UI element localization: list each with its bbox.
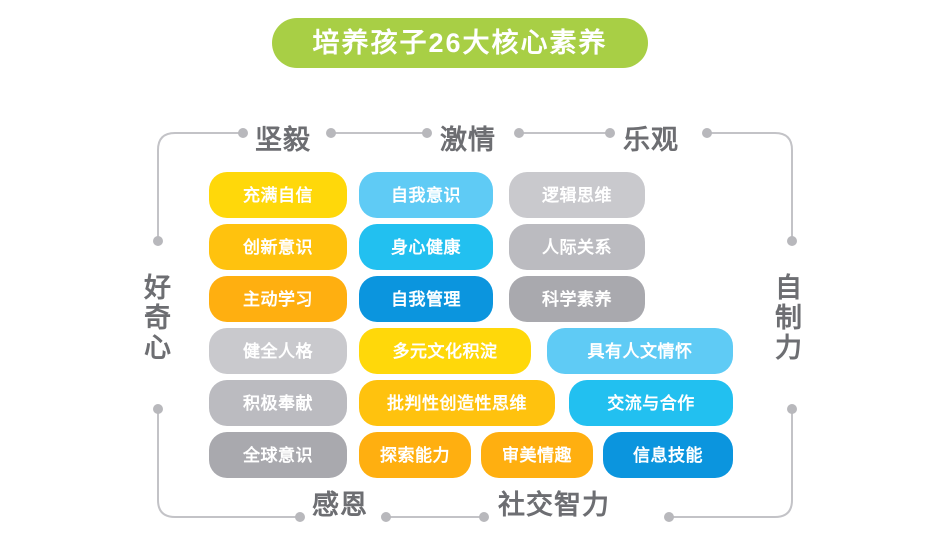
edge-label-leguan: 乐观 <box>623 125 679 155</box>
edge-label-haoqixin: 好奇心 <box>140 273 170 363</box>
competency-pill[interactable]: 多元文化积淀 <box>359 328 531 374</box>
competency-pill-label: 全球意识 <box>243 445 313 465</box>
competency-pill[interactable]: 审美情趣 <box>481 432 593 478</box>
competency-pill-label: 信息技能 <box>633 445 703 465</box>
dot-bottom-shejiao-left <box>479 512 489 522</box>
competency-pill[interactable]: 科学素养 <box>509 276 645 322</box>
competency-pill-label: 具有人文情怀 <box>587 341 693 361</box>
competency-pill-label: 审美情趣 <box>502 445 572 465</box>
dot-top-jiqing-right <box>514 128 524 138</box>
dot-top-jianyi-right <box>326 128 336 138</box>
edge-label-ganen: 感恩 <box>312 490 368 520</box>
dot-top-jiqing-left <box>422 128 432 138</box>
dot-top-right <box>702 128 712 138</box>
competency-pill[interactable]: 全球意识 <box>209 432 347 478</box>
competency-pill-label: 主动学习 <box>243 289 313 309</box>
competency-pill-label: 充满自信 <box>243 185 313 205</box>
edge-label-zizhili: 自制力 <box>771 273 801 363</box>
dot-bottom-ganen-right <box>381 512 391 522</box>
competency-pill[interactable]: 主动学习 <box>209 276 347 322</box>
competency-pill[interactable]: 信息技能 <box>603 432 733 478</box>
competency-pill-label: 人际关系 <box>542 237 612 257</box>
competency-pill[interactable]: 探索能力 <box>359 432 471 478</box>
competency-pill[interactable]: 身心健康 <box>359 224 493 270</box>
edge-label-jianyi: 坚毅 <box>255 125 311 155</box>
competency-pill[interactable]: 自我管理 <box>359 276 493 322</box>
edge-label-shejiao: 社交智力 <box>498 490 610 520</box>
competency-pill[interactable]: 积极奉献 <box>209 380 347 426</box>
dot-bottom-right <box>664 512 674 522</box>
page-title-text: 培养孩子26大核心素养 <box>312 27 608 58</box>
competency-pill[interactable]: 批判性创造性思维 <box>359 380 555 426</box>
competency-pill-label: 探索能力 <box>380 445 450 465</box>
dot-left-upper <box>153 236 163 246</box>
dot-bottom-left <box>295 512 305 522</box>
competency-pill[interactable]: 自我意识 <box>359 172 493 218</box>
competency-pill-label: 逻辑思维 <box>542 185 612 205</box>
competency-pill-label: 批判性创造性思维 <box>387 393 527 413</box>
competency-pill-label: 科学素养 <box>542 289 612 309</box>
competency-pill-label: 健全人格 <box>243 341 313 361</box>
competency-pill[interactable]: 逻辑思维 <box>509 172 645 218</box>
dot-top-leguan-left <box>605 128 615 138</box>
competency-pill[interactable]: 创新意识 <box>209 224 347 270</box>
competency-pill[interactable]: 健全人格 <box>209 328 347 374</box>
competency-pill-label: 多元文化积淀 <box>392 341 498 361</box>
competency-pill[interactable]: 具有人文情怀 <box>547 328 733 374</box>
competency-pill-label: 自我管理 <box>391 289 461 309</box>
page-title: 培养孩子26大核心素养 <box>272 18 648 68</box>
competency-pill-label: 积极奉献 <box>243 393 313 413</box>
competency-pill-label: 创新意识 <box>243 237 313 257</box>
edge-label-jiqing: 激情 <box>440 125 496 155</box>
competency-pill[interactable]: 人际关系 <box>509 224 645 270</box>
competency-pill-label: 身心健康 <box>391 237 461 257</box>
competency-pill-label: 自我意识 <box>391 185 461 205</box>
competency-pill[interactable]: 充满自信 <box>209 172 347 218</box>
competency-pill-label: 交流与合作 <box>607 393 695 413</box>
competency-pill[interactable]: 交流与合作 <box>569 380 733 426</box>
dot-left-lower <box>153 404 163 414</box>
dot-right-lower <box>787 404 797 414</box>
dot-right-upper <box>787 236 797 246</box>
dot-top-left <box>238 128 248 138</box>
frame-corner-top-right <box>709 132 793 239</box>
